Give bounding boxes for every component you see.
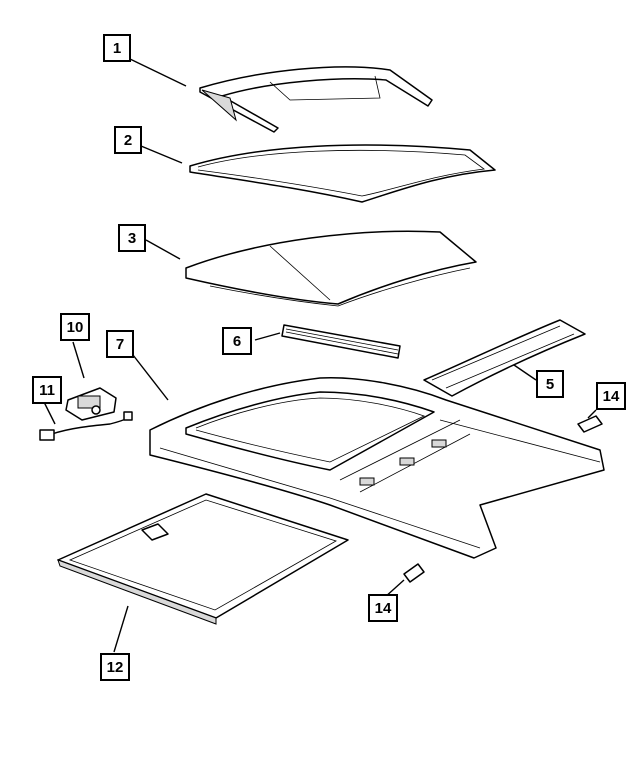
clip-upper [577, 415, 603, 433]
wiring-harness [39, 411, 133, 441]
rear-crossmember [423, 319, 586, 397]
callout-2: 2 [114, 126, 142, 154]
callout-14-upper: 14 [596, 382, 626, 410]
callout-1: 1 [103, 34, 131, 62]
callout-5: 5 [536, 370, 564, 398]
callout-7: 7 [106, 330, 134, 358]
clip-lower [403, 563, 425, 583]
callout-14-lower: 14 [368, 594, 398, 622]
sunroof-motor [65, 387, 117, 421]
callout-11: 11 [32, 376, 62, 404]
glass-panel [185, 230, 477, 307]
glass-seal [189, 144, 496, 203]
callout-10: 10 [60, 313, 90, 341]
callout-6: 6 [222, 327, 252, 355]
sunshade [57, 493, 349, 625]
trim-strip [281, 324, 401, 359]
sunroof-frame [149, 376, 605, 559]
callout-3: 3 [118, 224, 146, 252]
wind-deflector [199, 66, 433, 133]
callout-12: 12 [100, 653, 130, 681]
